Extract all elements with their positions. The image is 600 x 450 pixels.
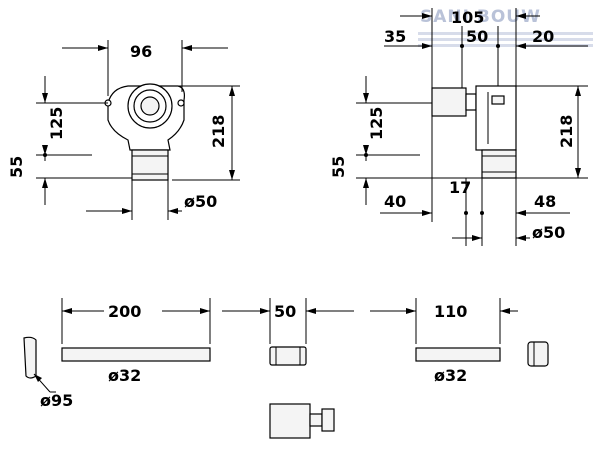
end-cap (527, 341, 549, 367)
pipe-short-length-label: 110 (434, 302, 467, 321)
front-height-lower-label: 55 (7, 156, 26, 178)
watermark-logo: SANI BOUW (418, 7, 593, 47)
side-total-width-label: 105 (451, 8, 484, 27)
side-inlet-cap (431, 87, 467, 117)
side-view: 105 35 50 20 125 55 218 (329, 8, 588, 246)
watermark-text: SANI BOUW (420, 7, 541, 27)
side-neck (465, 93, 477, 111)
side-seg-mid-label: 50 (466, 27, 488, 46)
adapter-neck (309, 413, 323, 427)
adapter-body (269, 403, 311, 439)
front-height-upper-label: 125 (47, 107, 66, 140)
side-height-upper-label: 125 (367, 107, 386, 140)
side-height-lower-label: 55 (329, 156, 348, 178)
side-seg-right-label: 20 (532, 27, 554, 46)
side-body-detail (491, 95, 505, 105)
loose-parts: 200 ø32 50 110 ø32 ø95 (23, 298, 549, 439)
pipe-long-diameter-label: ø32 (108, 366, 141, 385)
front-outlet-pipe (131, 149, 169, 181)
pipe-long-length-label: 200 (108, 302, 141, 321)
side-outlet-label: ø50 (532, 223, 565, 242)
front-screw-right (177, 99, 185, 107)
front-view: 96 125 55 218 ø50 (7, 40, 240, 220)
front-total-height-label: 218 (209, 115, 228, 148)
rosette-diameter-label: ø95 (40, 391, 73, 410)
side-total-height-label: 218 (557, 115, 576, 148)
sleeve (269, 346, 307, 366)
pipe-short (415, 347, 501, 362)
side-outlet-pipe (481, 149, 517, 179)
side-seg-left-label: 35 (384, 27, 406, 46)
front-outlet-label: ø50 (184, 192, 217, 211)
sleeve-length-label: 50 (274, 302, 296, 321)
pipe-long (61, 347, 211, 362)
pipe-short-diameter-label: ø32 (434, 366, 467, 385)
rosette (23, 336, 37, 379)
adapter-collar (321, 408, 335, 432)
side-bottom-right-label: 48 (534, 192, 556, 211)
side-bottom-left-label: 40 (384, 192, 406, 211)
front-inlet-core (140, 96, 160, 116)
front-width-label: 96 (130, 42, 152, 61)
side-bottom-mid-label: 17 (449, 178, 471, 197)
